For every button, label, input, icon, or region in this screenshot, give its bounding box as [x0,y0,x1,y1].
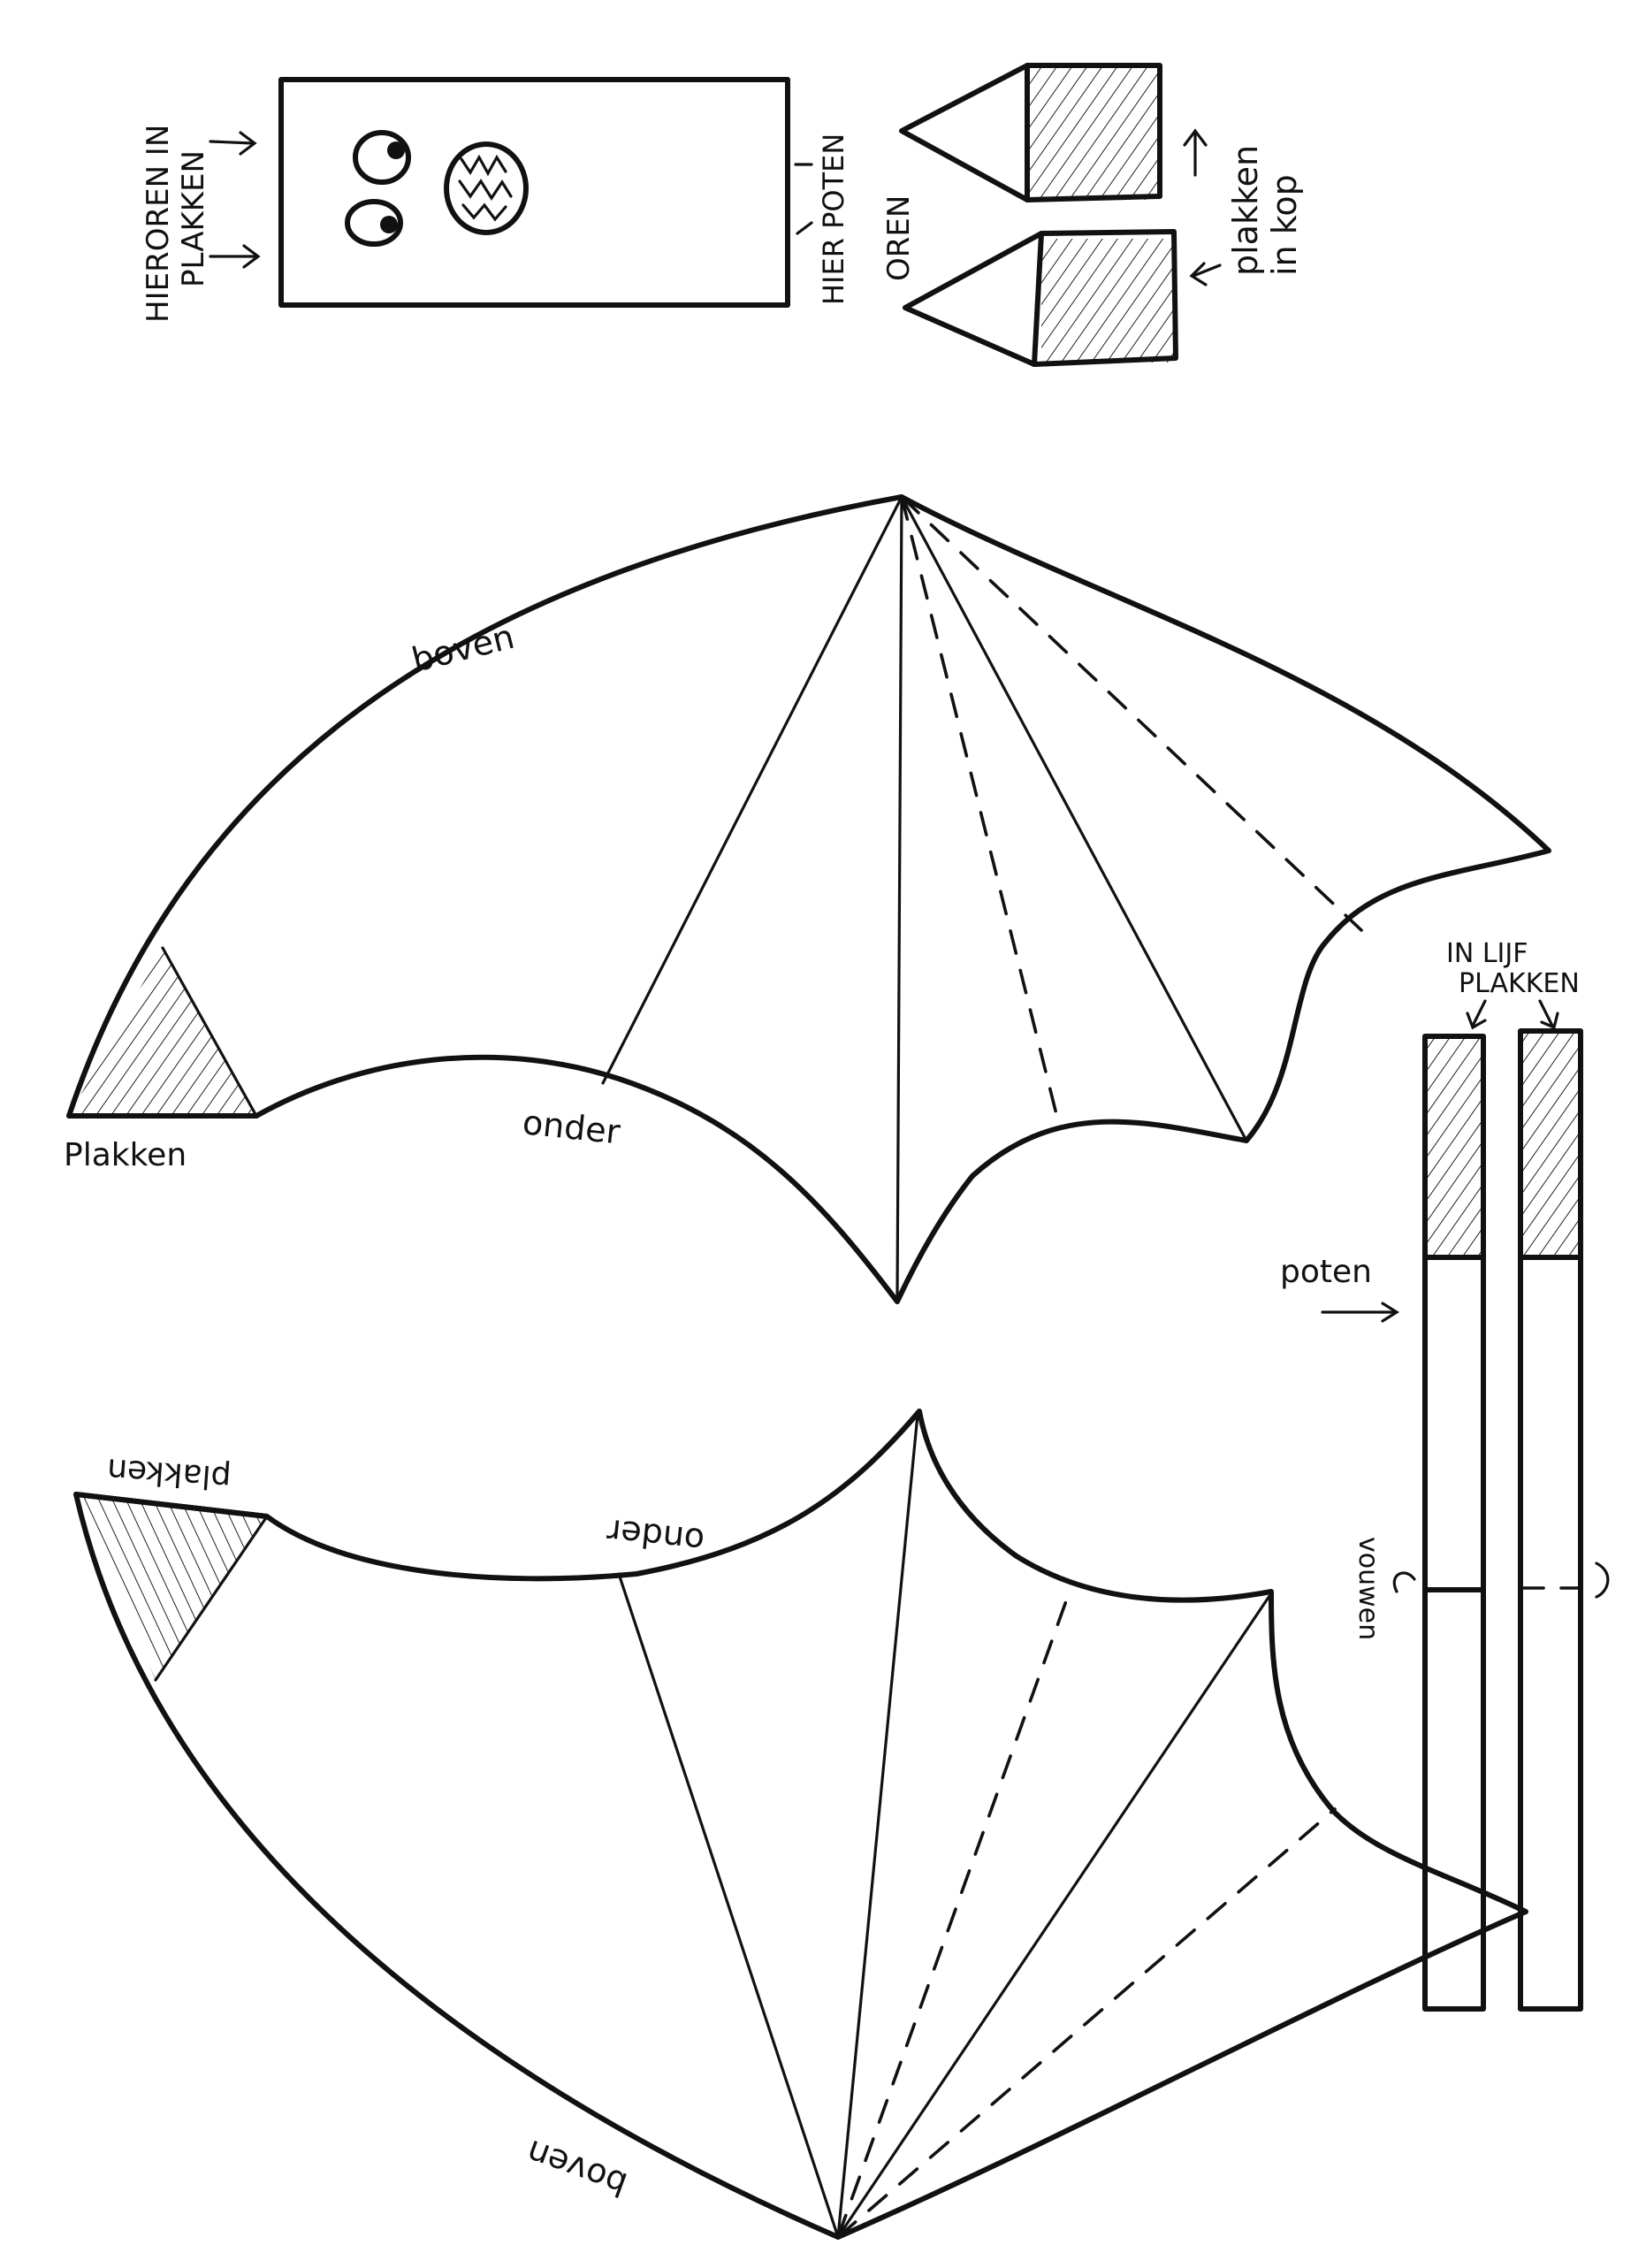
ears-label-text: OREN [881,195,917,281]
wing-top-rib-1 [601,495,903,1085]
legs-fold-label: vouwen [1353,1537,1383,1640]
head-piece: HIEROREN IN PLAKKEN HIER POTEN [141,77,850,323]
legs-glue-label: IN LIJF PLAKKEN [1446,938,1580,999]
wing-top-label-glue: Plakken [64,1137,187,1173]
legs-pieces: IN LIJF PLAKKEN poten vouwen [1280,938,1610,2012]
wing-top: boven onder Plakken [64,494,1551,1304]
ears-label: OREN [881,195,917,281]
leg-left [1422,1034,1486,2012]
eye-lower [345,199,403,247]
ear-arrow-2 [209,244,261,269]
ear-glue-arrow-1 [1183,128,1208,177]
head-ear-label: HIEROREN IN PLAKKEN [141,125,211,323]
wing-top-fold-1 [900,495,1061,1126]
wing-bottom-rib-3 [836,1592,1273,2239]
eye-upper [353,130,411,185]
fold-arrow-right [1595,1562,1610,1599]
wing-top-fold-2 [900,495,1363,932]
wing-bottom-fold-1 [836,1585,1073,2239]
wing-top-outline [66,494,1551,1304]
wing-bottom-label-glue: plakken [106,1451,232,1496]
legs-glue-label-line1: IN LIJF [1446,938,1528,969]
ear-arrow-1 [209,131,257,156]
wing-bottom-label-bottom: onder [605,1511,706,1560]
wing-bottom-label-top: boven [522,2132,632,2203]
head-outline [278,77,790,308]
head-ear-label-line1: HIEROREN IN [141,125,176,323]
legs-arrow [1321,1302,1400,1323]
legs-label: poten [1280,1254,1372,1290]
ear-pieces: OREN plakken in kop [881,63,1304,367]
legs-glue-arrow-1 [1466,999,1487,1030]
leg-arrow-head-2 [796,221,813,235]
wing-bottom-outline [73,1409,1528,2240]
wing-bottom-fold-2 [836,1807,1337,2239]
wing-top-label-top: boven [408,617,518,680]
legs-glue-label-line2: PLAKKEN [1459,968,1580,999]
wing-top-rib-2 [895,495,903,1300]
wing-top-rib-3 [900,495,1248,1142]
ears-glue-label-line1: plakken [1226,145,1265,276]
head-legs-label: HIER POTEN [817,134,850,305]
mouth [444,141,529,235]
wing-bottom-rib-2 [836,1413,919,2239]
ear-bottom [903,229,1178,367]
head-legs-label-text: HIER POTEN [817,134,850,305]
wing-bottom: onder plakken boven [73,1409,1528,2240]
wing-top-label-bottom: onder [521,1103,622,1151]
fold-arrow-left [1392,1571,1416,1593]
legs-glue-arrow-2 [1538,999,1559,1030]
wing-bottom-rib-1 [617,1572,840,2239]
ears-glue-label: plakken in kop [1226,145,1304,276]
ears-glue-label-line2: in kop [1265,174,1304,276]
ear-glue-arrow-2 [1189,262,1222,286]
ear-top [899,63,1162,202]
head-ear-label-line2: PLAKKEN [176,150,211,287]
leg-right [1518,1028,1583,2012]
